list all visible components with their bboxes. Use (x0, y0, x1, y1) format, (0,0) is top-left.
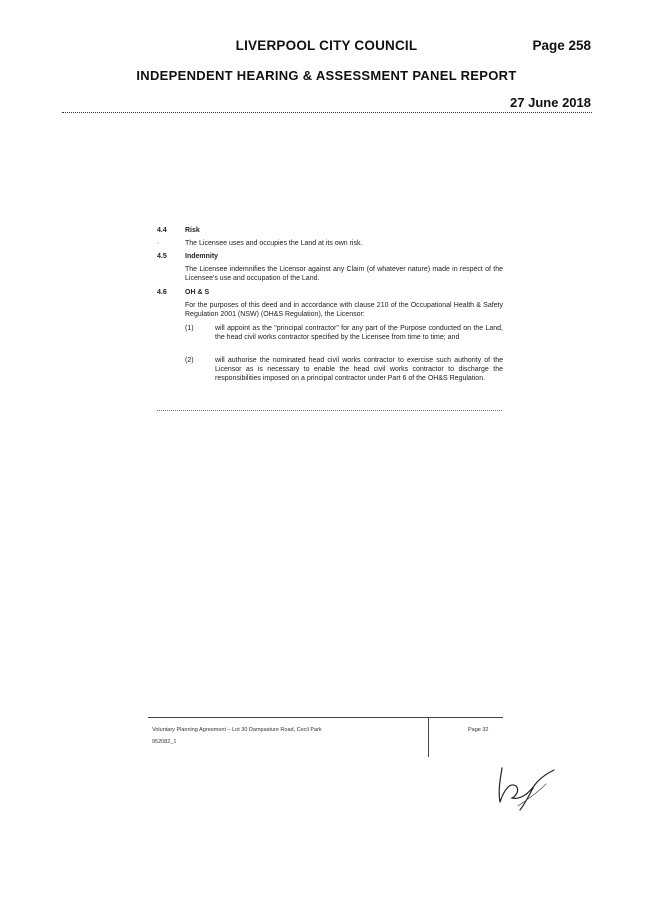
clause-title: Indemnity (185, 253, 219, 260)
page-number: Page 258 (532, 38, 591, 53)
content-divider (157, 410, 502, 411)
sub-item-number: (1) (185, 325, 194, 332)
footer-page-number: Page 32 (468, 727, 489, 733)
report-title: INDEPENDENT HEARING & ASSESSMENT PANEL R… (136, 68, 517, 83)
clause-body: The Licensee indemnifies the Licensor ag… (185, 266, 503, 283)
clause-title: Risk (185, 227, 200, 234)
report-date: 27 June 2018 (510, 95, 591, 110)
clause-number: 4.5 (157, 253, 167, 260)
clause-number: 4.6 (157, 289, 167, 296)
clause-number: 4.4 (157, 227, 167, 234)
clause-title: OH & S (185, 289, 210, 296)
bullet-mark: · (157, 240, 160, 247)
footer-doc-title: Voluntary Planning Agreement – Lot 30 Da… (152, 727, 322, 733)
clause-body: For the purposes of this deed and in acc… (185, 302, 503, 319)
header-divider (62, 112, 592, 113)
sub-item-text: will appoint as the "principal contracto… (215, 325, 503, 342)
footer-divider (148, 717, 503, 718)
footer-column-divider (428, 717, 429, 757)
signature-initials (498, 767, 555, 811)
council-name: LIVERPOOL CITY COUNCIL (235, 38, 418, 53)
sub-item-number: (2) (185, 357, 194, 364)
sub-item-text: will authorise the nominated head civil … (215, 357, 503, 383)
clause-body: The Licensee uses and occupies the Land … (185, 240, 363, 247)
footer-doc-ref: 952082_1 (152, 739, 177, 745)
